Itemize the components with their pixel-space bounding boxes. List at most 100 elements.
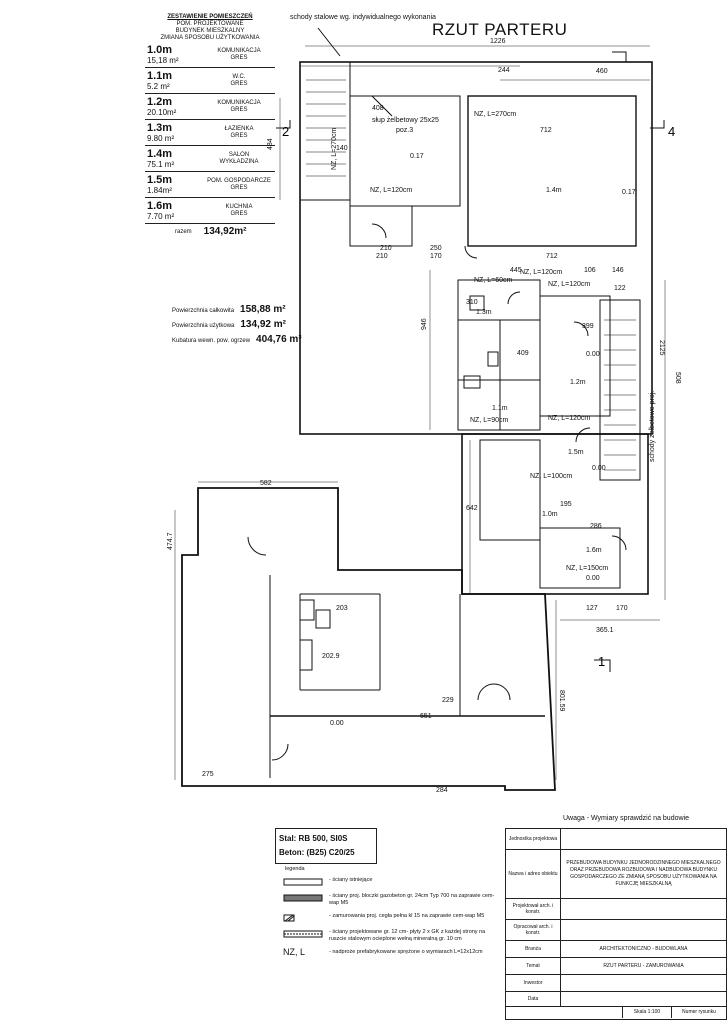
legend-item: NZ, L - nadproże prefabrykowane sprężone… [283,947,503,959]
room-code: 1.6m [147,199,173,212]
room-name: KOMUNIKACJA [217,47,261,54]
schedule-total: razem 134,92m² [145,226,275,237]
room-code: 1.3m [147,121,173,134]
tb-label: Temat [506,958,561,974]
stairs-label: schody żelbetowe proj. [649,391,656,462]
material-concrete: Beton: (B25) C20/25 [279,848,355,857]
tb-label: Nazwa i adres obiektu [506,850,561,898]
lintel-note: NZ, L=60cm [474,277,512,284]
tb-value [561,829,726,849]
section-marker-4: 4 [668,124,675,139]
legend-text: - zamurowania proj. cegła pełna kl 15 na… [329,913,485,919]
room-area: 1.84m² [147,185,172,195]
room-name: SALON [228,151,250,158]
dim-label: 210 [376,253,388,260]
schedule-subtitle: ZMIANA SPOSOBU UŻYTKOWANIA [160,35,260,41]
legend-item: - ściany projektowane gr. 12 cm- płyty 2… [283,929,503,943]
column-pos: poz.3 [396,127,413,134]
dim-label: 1226 [490,38,506,45]
section-marker-1: 1 [598,654,605,669]
dim-label: 195 [560,501,572,508]
dim-label: 712 [540,127,552,134]
room-code: 1.1m [147,69,173,82]
lintel-note: NZ, L=120cm [548,415,590,422]
room-tag: 1.4m [546,187,562,194]
schedule-room-desc: W.C.GRES [203,74,275,88]
room-schedule: ZESTAWIENIE POMIESZCZEŃ POM. PROJEKTOWAN… [145,14,275,237]
dim-label: 275 [202,771,214,778]
room-area: 75.1 m² [147,159,175,169]
room-finish: GRES [230,54,248,61]
room-finish: GRES [230,106,248,113]
gross-value: 158,88 m² [240,304,286,315]
door-swing [247,536,267,556]
dim-label: 286 [590,523,602,530]
level-mark: 0.17 [410,153,424,160]
room-area: 5.2 m² [147,81,170,91]
tb-row: Inwestor [506,975,726,992]
room-name: W.C. [232,73,246,80]
note: Uwaga - Wymiary sprawdzić na budowie [563,815,689,822]
schedule-subtitle: POM. PROJEKTOWANE [176,21,244,27]
tb-row: Opracował arch. i konstr. [506,920,726,941]
tb-row: Projektował arch. i konstr. [506,899,726,920]
legend-symbol-brick [283,914,295,922]
material-steel: Stal: RB 500, SI0S [279,834,348,843]
materials-box: Stal: RB 500, SI0S Beton: (B25) C20/25 [275,828,377,864]
area-summary: Powierzchnia całkowita 158,88 m² Powierzc… [172,303,332,348]
room-finish: GRES [230,184,248,191]
dim-label: 122 [614,285,626,292]
dim-label: 170 [616,605,628,612]
room-name: KOMUNIKACJA [217,99,261,106]
room-finish: GRES [230,80,248,87]
volume-value: 404,76 m³ [256,334,302,345]
column-note: słup żelbetowy 25x25 [372,117,439,124]
dim-label: 210 [380,245,392,252]
lintel-note: NZ, L=270cm [474,111,516,118]
room-tag: 1.2m [570,379,586,386]
legend: legenda - ściany istniejące - ściany pro… [283,866,503,965]
level-mark: 0.00 [586,575,600,582]
total-label: razem [175,228,192,235]
room-code: 1.4m [147,147,173,160]
dim-label: 651 [420,713,432,720]
lintel-note: NZ, L=120cm [370,187,412,194]
gross-label: Powierzchnia całkowita [172,308,235,314]
room-area: 20.10m² [147,107,177,117]
legend-title: legenda [285,866,305,872]
dim-label: 140 [336,145,348,152]
tb-value: PRZEBUDOWA BUDYNKU JEDNORODZINNEGO MIESZ… [566,860,721,887]
dim-label: 712 [546,253,558,260]
usable-label: Powierzchnia użytkowa [172,323,235,329]
tb-row: Data [506,992,726,1007]
dim-label: 170 [430,253,442,260]
tb-value [561,992,726,1006]
room-code: 1.2m [147,95,173,108]
dim-label: 409 [517,350,529,357]
tb-label: Opracował arch. i konstr. [506,920,561,940]
room-tag: 1.1m [492,405,508,412]
legend-symbol-lintel: NZ, L [283,947,306,957]
lintel-note: NZ, L=150cm [566,565,608,572]
room-tag: 1.0m [542,511,558,518]
tb-scale: Skala 1:100 [623,1007,672,1018]
stair-note: schody stalowe wg. indywidualnego wykona… [290,14,436,21]
dim-label: 244 [498,67,510,74]
tb-value [561,899,726,919]
legend-symbol-existing [283,878,323,886]
legend-item: - ściany proj. bloczki gazobeton gr. 24c… [283,893,503,907]
dim-label: 310 [466,299,478,306]
tb-label: Inwestor [506,975,561,991]
